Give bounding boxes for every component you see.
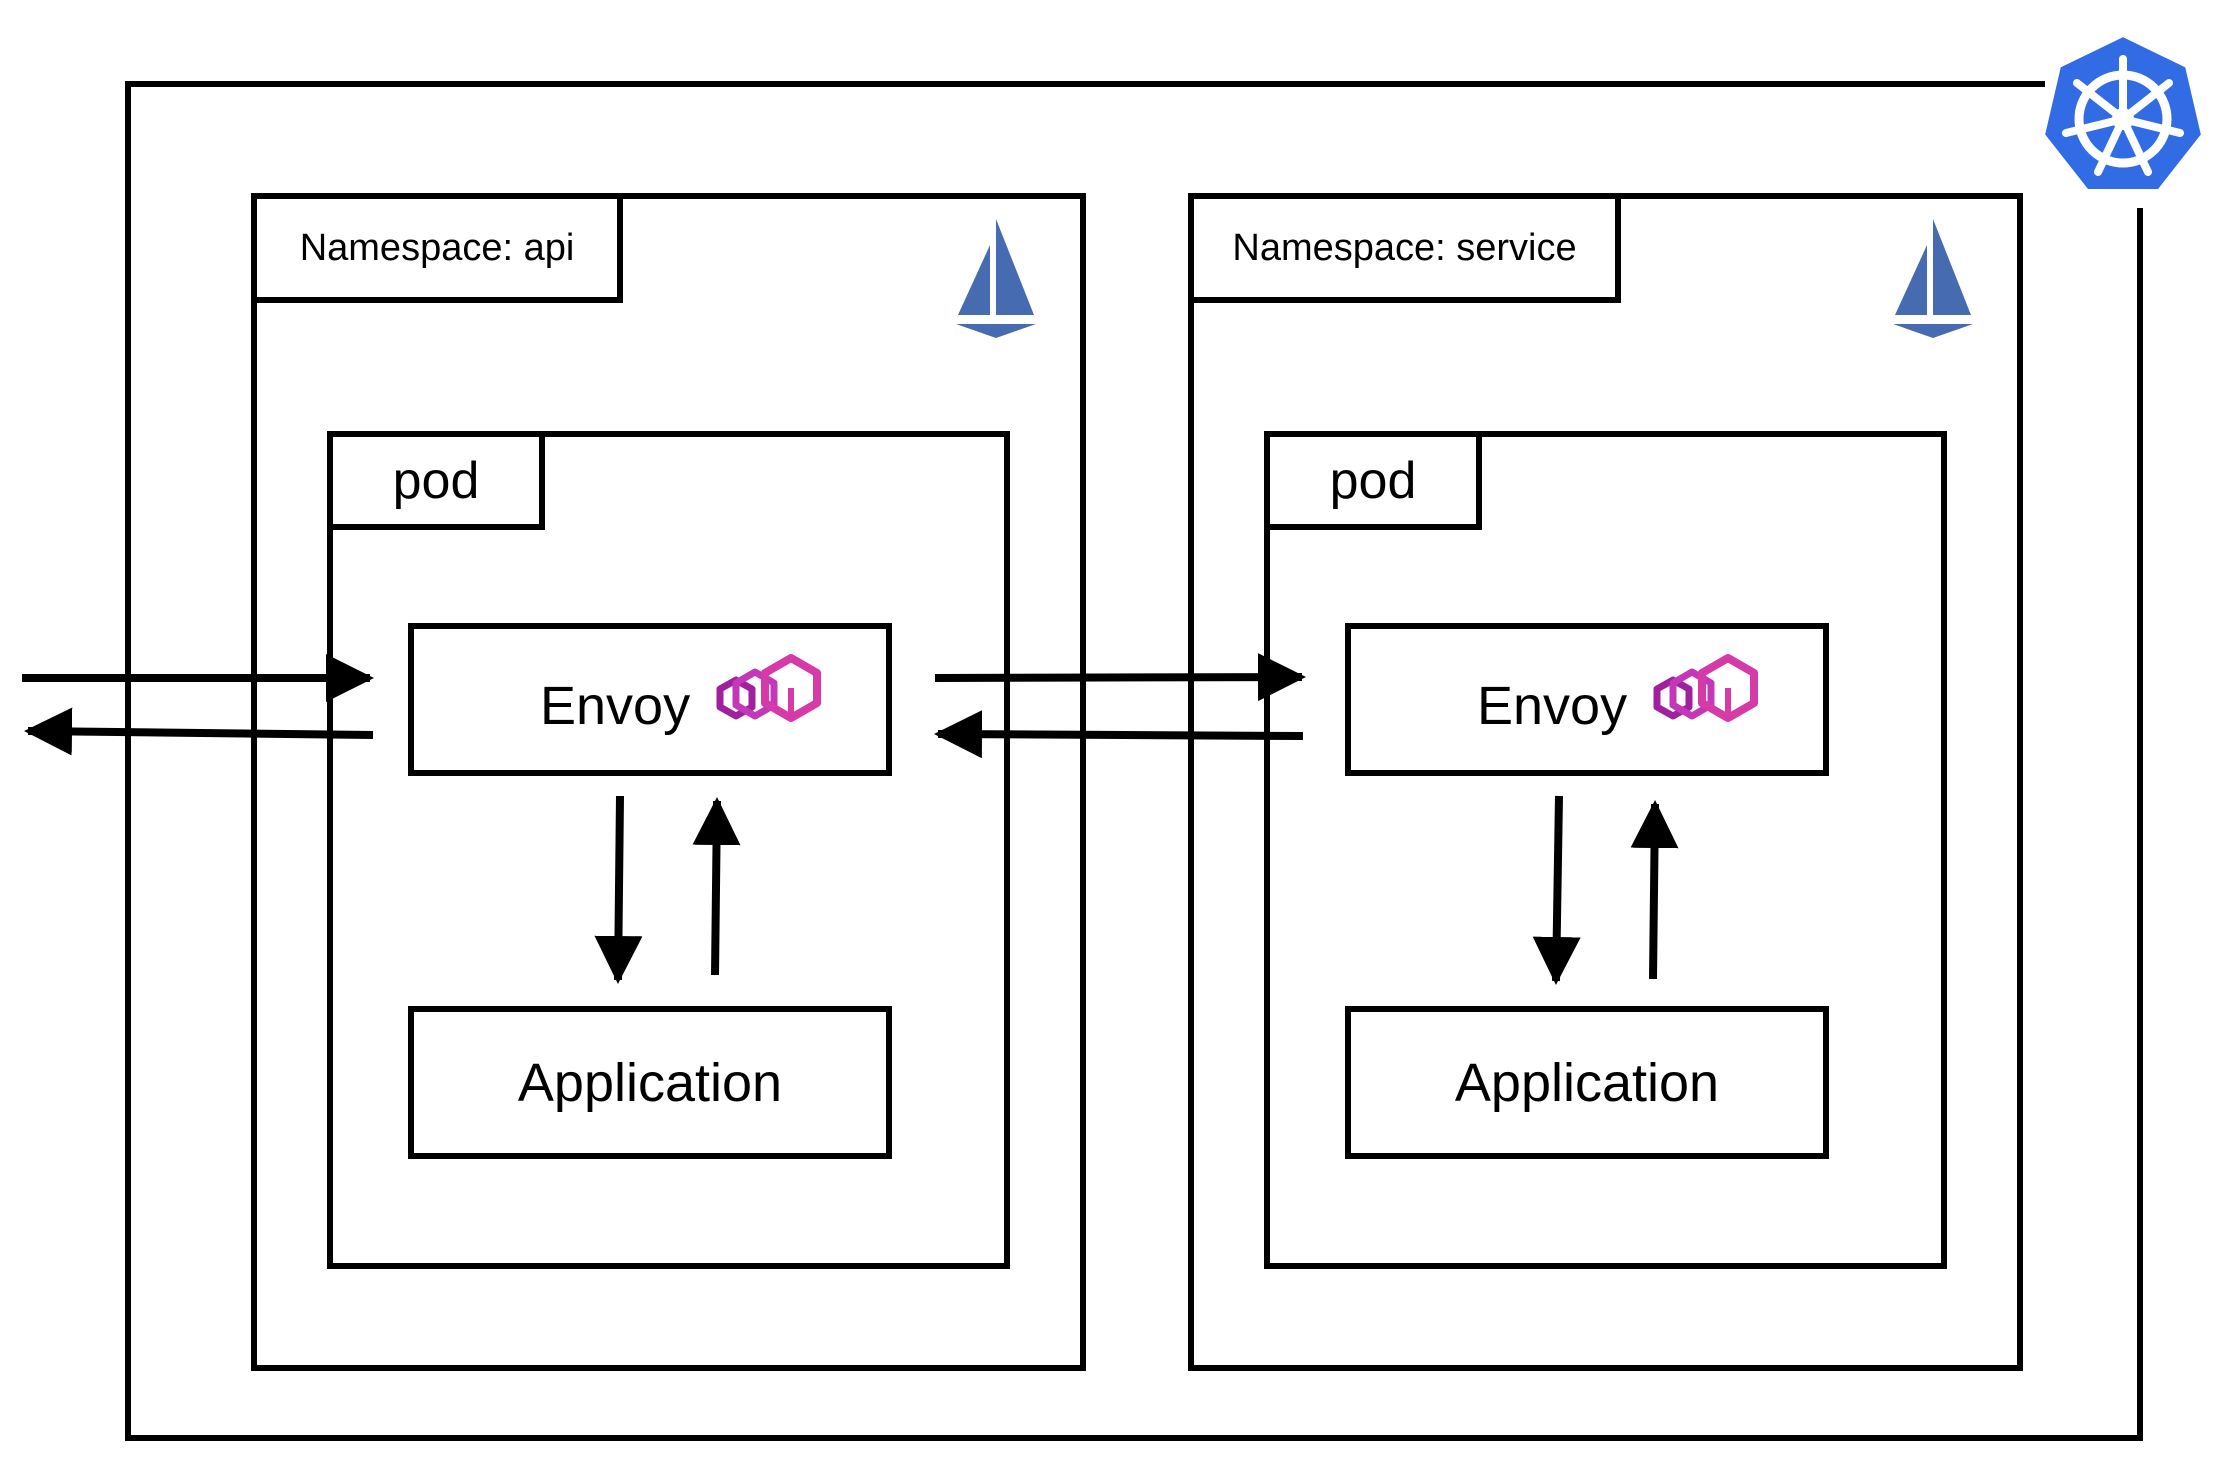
pod-api-box — [327, 431, 1010, 1269]
pod-service-box — [1264, 431, 1947, 1269]
namespace-api-label: Namespace: api — [251, 193, 623, 303]
envoy-api-box: Envoy — [408, 623, 892, 776]
namespace-api-box — [251, 193, 1086, 1371]
namespace-service-label-text: Namespace: service — [1232, 226, 1577, 269]
envoy-api-label: Envoy — [540, 676, 691, 736]
namespace-api-label-text: Namespace: api — [299, 226, 575, 269]
envoy-service-box: Envoy — [1345, 623, 1829, 776]
pod-service-label-text: pod — [1329, 451, 1417, 510]
pod-api-label: pod — [327, 431, 545, 530]
envoy-return-arrow — [934, 710, 1304, 759]
istio-sail-icon — [1893, 219, 1973, 338]
namespace-service-label: Namespace: service — [1188, 193, 1621, 303]
pod-service-label: pod — [1264, 431, 1482, 530]
application-service-label: Application — [1454, 1052, 1720, 1113]
application-service-box: Application — [1345, 1006, 1829, 1159]
api-envoy-to-app-arrow — [594, 795, 643, 984]
application-api-label: Application — [517, 1052, 783, 1113]
service-app-to-envoy-arrow — [1630, 800, 1679, 980]
envoy-to-envoy-arrow — [934, 653, 1306, 702]
application-api-box: Application — [408, 1006, 892, 1159]
pod-api-label-text: pod — [392, 451, 480, 510]
egress-arrow — [24, 707, 374, 756]
service-envoy-to-app-arrow — [1532, 795, 1581, 985]
envoy-hexagon-icon — [1653, 654, 1758, 722]
envoy-hexagon-icon — [716, 654, 821, 722]
envoy-service-label: Envoy — [1477, 676, 1628, 736]
istio-sail-icon — [956, 219, 1036, 338]
api-app-to-envoy-arrow — [692, 797, 741, 976]
